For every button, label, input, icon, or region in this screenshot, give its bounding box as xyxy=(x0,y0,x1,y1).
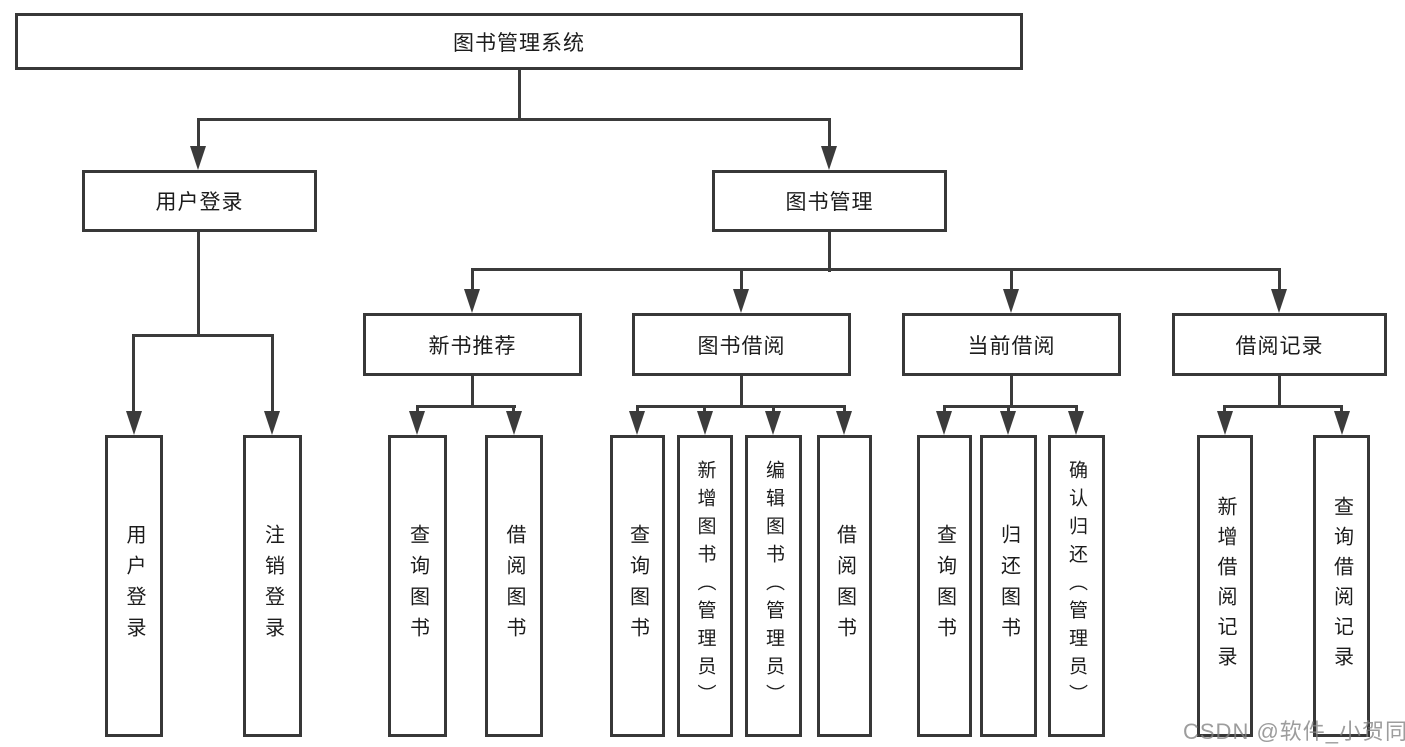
arrowhead-down-icon xyxy=(1000,411,1016,435)
connector-line xyxy=(1278,376,1281,408)
arrowhead-down-icon xyxy=(1271,289,1287,313)
arrowhead-down-icon xyxy=(629,411,645,435)
leaf-logout-label: 注销登录 xyxy=(261,524,284,648)
arrowhead-down-icon xyxy=(1068,411,1084,435)
connector-line xyxy=(740,268,743,294)
node-book-management: 图书管理 xyxy=(712,170,947,232)
leaf-query-book-1: 查询图书 xyxy=(388,435,447,737)
leaf-logout: 注销登录 xyxy=(243,435,302,737)
node-book-management-label: 图书管理 xyxy=(785,191,874,214)
connector-line xyxy=(828,118,831,154)
connector-line xyxy=(1010,268,1013,294)
node-current-borrow: 当前借阅 xyxy=(902,313,1121,376)
leaf-add-book-admin: 新增图书（管理员） xyxy=(677,435,733,737)
node-new-book-recommend: 新书推荐 xyxy=(363,313,582,376)
node-book-borrow: 图书借阅 xyxy=(632,313,851,376)
arrowhead-down-icon xyxy=(190,146,206,170)
node-new-book-recommend-label: 新书推荐 xyxy=(428,334,517,358)
leaf-return-book: 归还图书 xyxy=(980,435,1037,737)
connector-line xyxy=(197,232,200,337)
node-borrow-records-label: 借阅记录 xyxy=(1235,334,1324,358)
watermark: CSDN @软件_小贺同学 xyxy=(1183,719,1405,744)
connector-line xyxy=(271,334,274,416)
node-root: 图书管理系统 xyxy=(15,13,1023,70)
leaf-return-book-label: 归还图书 xyxy=(997,524,1020,648)
leaf-edit-book-admin: 编辑图书（管理员） xyxy=(745,435,802,737)
leaf-add-borrow-record: 新增借阅记录 xyxy=(1197,435,1253,737)
leaf-edit-book-admin-label: 编辑图书（管理员） xyxy=(763,460,784,712)
connector-line xyxy=(828,232,831,272)
leaf-query-book-2-label: 查询图书 xyxy=(626,524,649,648)
node-user-login: 用户登录 xyxy=(82,170,317,232)
leaf-add-book-admin-label: 新增图书（管理员） xyxy=(694,460,716,712)
leaf-query-book-2: 查询图书 xyxy=(610,435,665,737)
connector-line xyxy=(740,376,743,408)
arrowhead-down-icon xyxy=(697,411,713,435)
connector-line xyxy=(132,334,135,416)
arrowhead-down-icon xyxy=(1217,411,1233,435)
connector-line xyxy=(943,405,1078,408)
arrowhead-down-icon xyxy=(765,411,781,435)
connector-line xyxy=(132,334,274,337)
arrowhead-down-icon xyxy=(836,411,852,435)
arrowhead-down-icon xyxy=(733,289,749,313)
leaf-query-borrow-record: 查询借阅记录 xyxy=(1313,435,1370,737)
node-user-login-label: 用户登录 xyxy=(155,191,244,214)
arrowhead-down-icon xyxy=(1334,411,1350,435)
leaf-user-login: 用户登录 xyxy=(105,435,163,737)
leaf-user-login-label: 用户登录 xyxy=(123,524,145,648)
arrowhead-down-icon xyxy=(409,411,425,435)
connector-line xyxy=(416,405,516,408)
leaf-query-book-3-label: 查询图书 xyxy=(933,524,956,648)
arrowhead-down-icon xyxy=(264,411,280,435)
connector-line xyxy=(471,268,474,294)
arrowhead-down-icon xyxy=(506,411,522,435)
leaf-confirm-return-admin-label: 确认归还（管理员） xyxy=(1066,460,1087,712)
connector-line xyxy=(471,376,474,408)
connector-line xyxy=(197,118,200,154)
connector-line xyxy=(518,70,521,121)
leaf-query-book-1-label: 查询图书 xyxy=(406,524,429,648)
connector-line xyxy=(1223,405,1342,408)
connector-line xyxy=(1010,376,1013,408)
leaf-borrow-book-2-label: 借阅图书 xyxy=(833,524,856,648)
node-borrow-records: 借阅记录 xyxy=(1172,313,1387,376)
leaf-query-borrow-record-label: 查询借阅记录 xyxy=(1330,496,1353,676)
arrowhead-down-icon xyxy=(126,411,142,435)
arrowhead-down-icon xyxy=(936,411,952,435)
arrowhead-down-icon xyxy=(1003,289,1019,313)
arrowhead-down-icon xyxy=(821,146,837,170)
node-book-borrow-label: 图书借阅 xyxy=(697,334,786,358)
leaf-confirm-return-admin: 确认归还（管理员） xyxy=(1048,435,1105,737)
connector-line xyxy=(197,118,831,121)
leaf-borrow-book-2: 借阅图书 xyxy=(817,435,872,737)
arrowhead-down-icon xyxy=(464,289,480,313)
leaf-borrow-book-1: 借阅图书 xyxy=(485,435,543,737)
leaf-query-book-3: 查询图书 xyxy=(917,435,972,737)
connector-line xyxy=(471,268,1281,271)
node-root-label: 图书管理系统 xyxy=(453,31,585,55)
connector-line xyxy=(1278,268,1281,294)
leaf-borrow-book-1-label: 借阅图书 xyxy=(503,524,525,648)
leaf-add-borrow-record-label: 新增借阅记录 xyxy=(1214,496,1236,676)
node-current-borrow-label: 当前借阅 xyxy=(967,334,1056,358)
connector-line xyxy=(636,405,846,408)
